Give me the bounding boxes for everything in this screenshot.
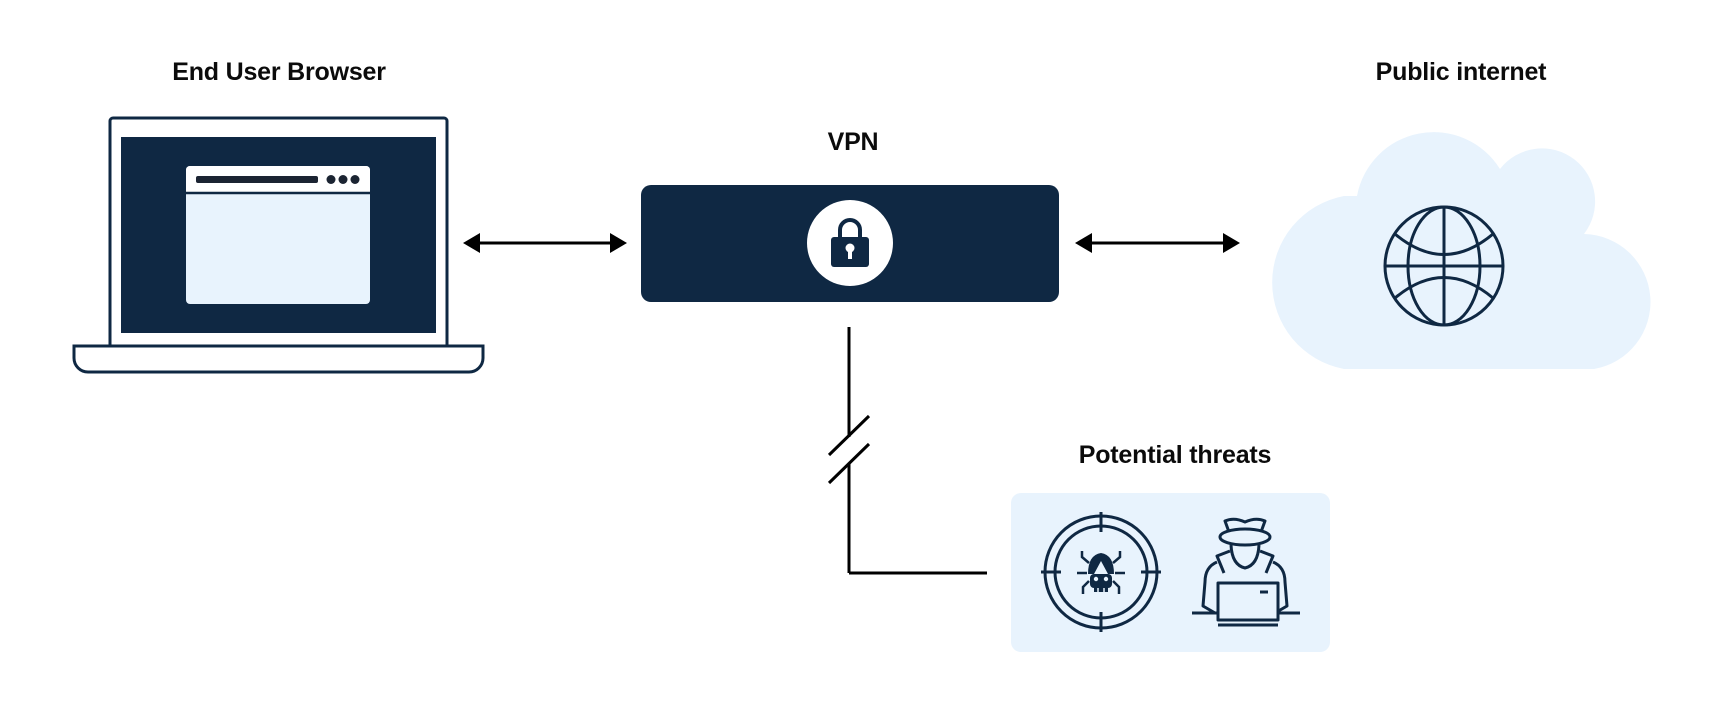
browser-body	[186, 166, 370, 304]
end-user-browser-label: End User Browser	[172, 58, 386, 86]
browser-dot-icon	[350, 175, 360, 184]
address-bar	[196, 176, 318, 183]
potential-threats-label: Potential threats	[1078, 441, 1272, 469]
arrowhead-right-icon	[610, 233, 627, 253]
vpn-node	[641, 185, 1059, 302]
lock-icon	[831, 218, 869, 267]
arrow-vpn-internet	[1075, 233, 1240, 253]
laptop-browser-icon	[72, 116, 485, 374]
laptop-base	[72, 344, 485, 374]
break-slash-icon	[827, 442, 871, 485]
break-slash-icon	[827, 414, 871, 457]
arrowhead-left-icon	[463, 233, 480, 253]
blocked-connection-line	[827, 327, 987, 575]
browser-window-icon	[186, 166, 370, 304]
arrowhead-right-icon	[1223, 233, 1240, 253]
hacker-icon	[1192, 517, 1300, 627]
arrowhead-left-icon	[1075, 233, 1092, 253]
globe-icon	[1383, 205, 1505, 327]
browser-dot-icon	[326, 175, 336, 184]
public-internet-label: Public internet	[1375, 58, 1547, 86]
arrow-user-vpn	[463, 233, 627, 253]
bug-target-icon	[1041, 512, 1161, 632]
vpn-label: VPN	[827, 128, 879, 156]
browser-dot-icon	[338, 175, 348, 184]
threats-node	[1011, 493, 1330, 652]
bug-icon	[1077, 551, 1125, 594]
keyhole-icon	[845, 243, 855, 253]
